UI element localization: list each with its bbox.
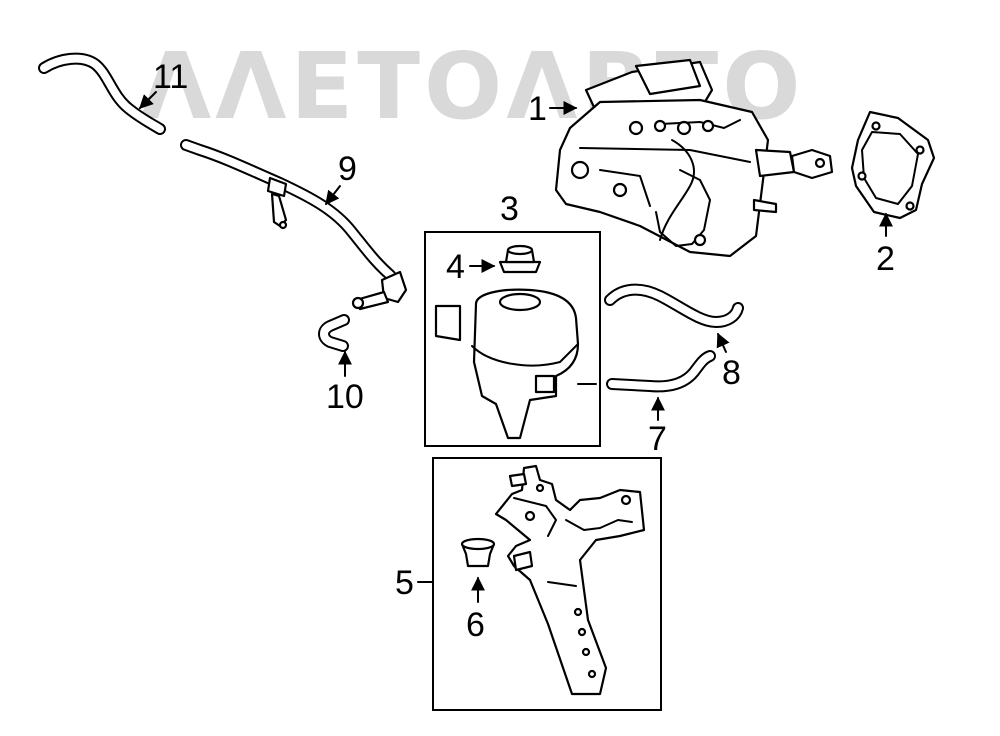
part-3-reservoir bbox=[434, 288, 597, 440]
part-5-bracket bbox=[494, 464, 646, 696]
callout-5: 5 bbox=[395, 564, 434, 602]
callout-10-label: 10 bbox=[326, 378, 364, 416]
reservoir-group-frame bbox=[424, 231, 601, 447]
part-6-grommet bbox=[460, 537, 496, 568]
bracket-group-frame bbox=[432, 457, 662, 711]
callout-3: 3 bbox=[500, 190, 519, 228]
callout-2: 2 bbox=[876, 212, 895, 278]
callout-7: 7 bbox=[648, 396, 667, 458]
callout-11: 11 bbox=[139, 58, 188, 109]
callout-8-label: 8 bbox=[722, 354, 741, 392]
callout-2-label: 2 bbox=[876, 240, 895, 278]
callout-4: 4 bbox=[446, 248, 496, 286]
callout-11-label: 11 bbox=[153, 58, 188, 96]
callout-8: 8 bbox=[716, 332, 741, 392]
part-2-gasket bbox=[850, 110, 936, 220]
callout-9-label: 9 bbox=[338, 150, 357, 188]
callout-3-label: 3 bbox=[500, 190, 519, 228]
part-4-reservoir-cap bbox=[498, 244, 542, 274]
part-7-hose bbox=[606, 350, 716, 393]
part-11-hose bbox=[38, 52, 166, 135]
callout-7-label: 7 bbox=[648, 420, 667, 458]
part-1-brake-booster-assembly bbox=[554, 58, 834, 258]
callout-1-label: 1 bbox=[528, 90, 547, 128]
callout-4-label: 4 bbox=[446, 248, 465, 286]
part-9-pipe bbox=[180, 139, 408, 311]
part-10-elbow-hose bbox=[318, 314, 350, 352]
callout-5-label: 5 bbox=[395, 564, 414, 602]
callout-1: 1 bbox=[528, 90, 578, 128]
callout-6: 6 bbox=[466, 576, 485, 644]
callout-9: 9 bbox=[325, 150, 357, 206]
callout-6-label: 6 bbox=[466, 606, 485, 644]
part-8-hose bbox=[604, 283, 744, 328]
callout-10: 10 bbox=[326, 350, 364, 416]
